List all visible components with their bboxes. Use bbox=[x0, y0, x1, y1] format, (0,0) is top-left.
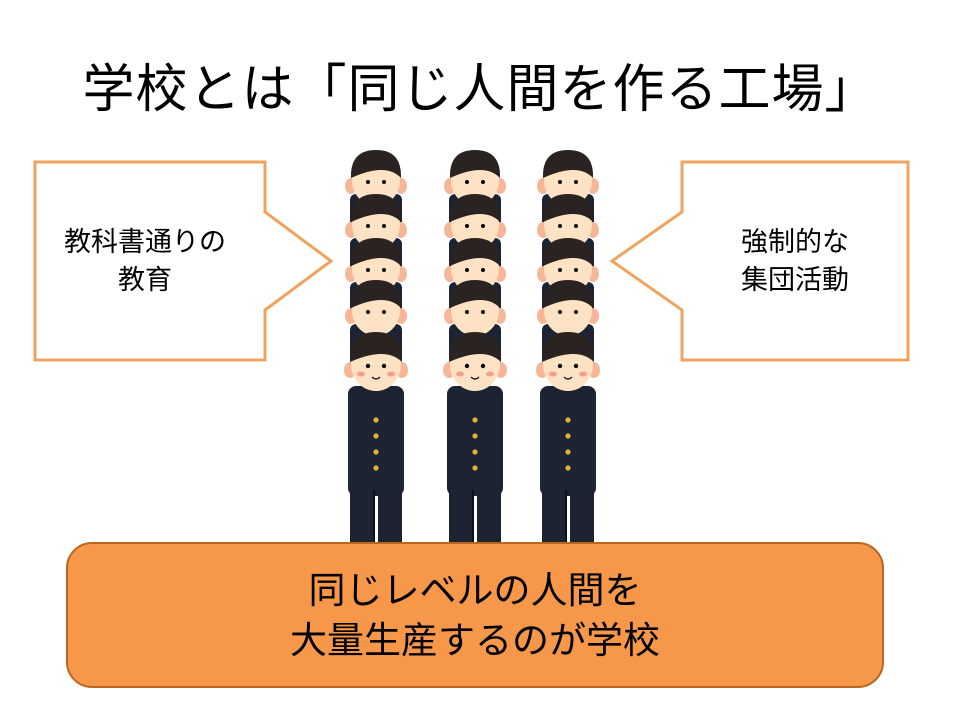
left-arrow-line1: 教科書通りの bbox=[64, 227, 226, 258]
right-arrow-label: 強制的な 集団活動 bbox=[690, 224, 900, 300]
right-arrow-line1: 強制的な bbox=[741, 227, 849, 258]
left-arrow-line2: 教育 bbox=[118, 265, 172, 296]
slide-title: 学校とは「同じ人間を作る工場」 bbox=[82, 60, 878, 120]
conclusion-line2: 大量生産するのが学校 bbox=[290, 619, 660, 662]
student-column bbox=[344, 150, 408, 555]
conclusion-text: 同じレベルの人間を 大量生産するのが学校 bbox=[68, 566, 882, 666]
right-arrow-line2: 集団活動 bbox=[741, 265, 849, 296]
left-arrow-label: 教科書通りの 教育 bbox=[40, 224, 250, 300]
conclusion-line1: 同じレベルの人間を bbox=[308, 569, 642, 612]
student-front bbox=[536, 332, 600, 555]
student-front bbox=[344, 332, 408, 555]
conclusion-box: 同じレベルの人間を 大量生産するのが学校 bbox=[66, 542, 884, 688]
student-column bbox=[443, 150, 507, 555]
left-arrow-callout bbox=[33, 160, 334, 362]
students-in-uniform-icon bbox=[344, 150, 600, 555]
student-front bbox=[443, 332, 507, 555]
student-column bbox=[536, 150, 600, 555]
right-arrow-callout bbox=[609, 160, 910, 362]
